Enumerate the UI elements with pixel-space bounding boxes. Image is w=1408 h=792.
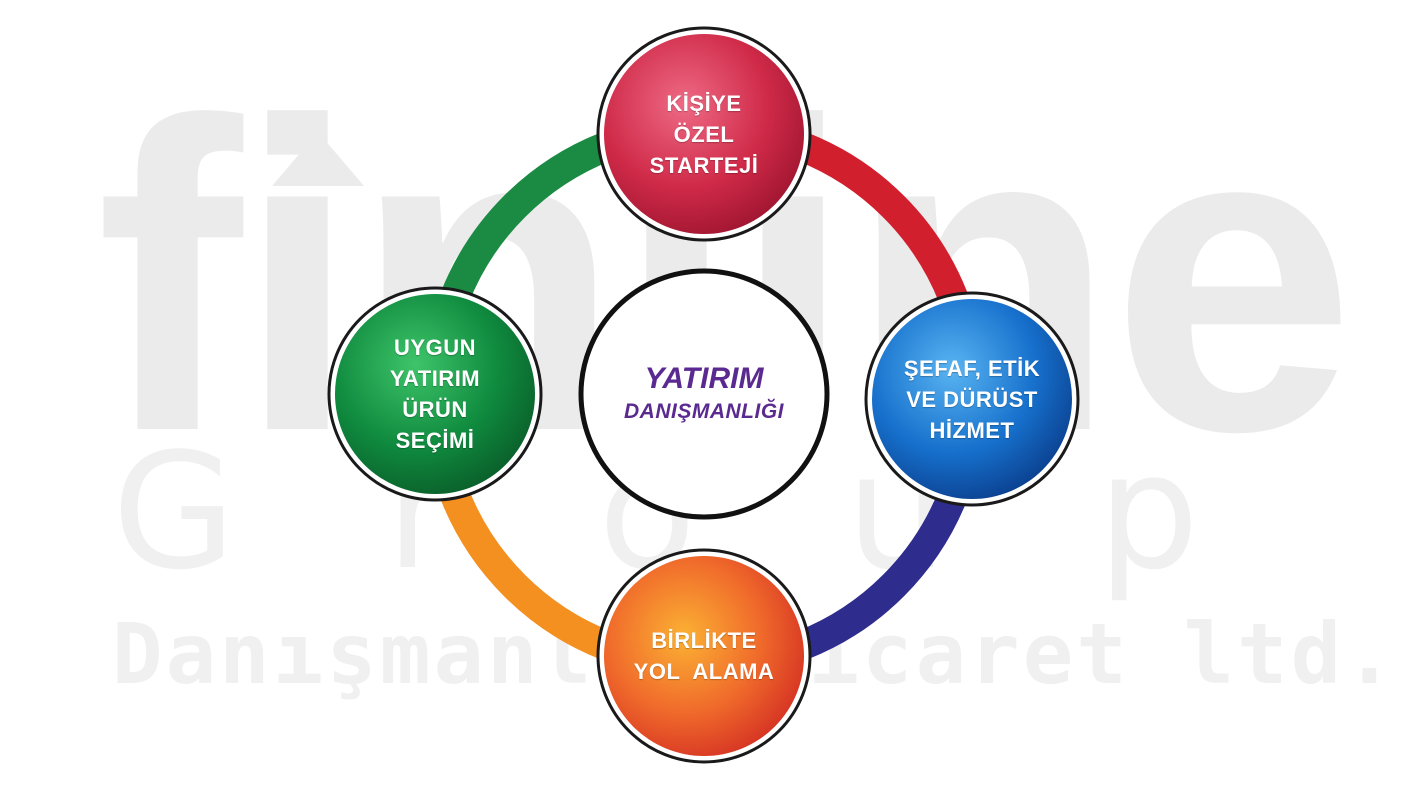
watermark-arrow-icon [272, 132, 364, 186]
node-right-line3: HİZMET [929, 417, 1015, 443]
node-top-line3: STARTEJİ [649, 152, 759, 178]
node-left-circle [327, 286, 543, 502]
node-right-line1: ŞEFAF, ETİK [903, 355, 1041, 381]
node-right-circle [864, 291, 1080, 507]
center-title-line2: DANIŞMANLIĞI [624, 400, 784, 423]
center-title-line1: YATIRIM [644, 362, 764, 395]
node-bottom-label: BİRLİKTE YOL ALAMA [604, 556, 804, 756]
node-left-label: UYGUN YATIRIM ÜRÜN SEÇİMİ [335, 294, 535, 494]
node-left-line4: SEÇİMİ [395, 428, 475, 453]
node-top-line1: KİŞİYE [666, 90, 742, 116]
node-top-label: KİŞİYE ÖZEL STARTEJİ [604, 34, 804, 234]
node-bottom-line1: BİRLİKTE [651, 628, 757, 653]
node-left-line1: UYGUN [394, 335, 476, 360]
node-right-label: ŞEFAF, ETİK VE DÜRÜST HİZMET [872, 299, 1072, 499]
node-left-line3: ÜRÜN [402, 397, 468, 422]
node-bottom-circle [596, 548, 812, 764]
node-left-line2: YATIRIM [389, 366, 481, 391]
center-circle [578, 268, 830, 520]
node-top-line2: ÖZEL [673, 121, 735, 147]
node-top-circle [596, 26, 812, 242]
node-bottom-line2: YOL ALAMA [633, 659, 775, 684]
center-title: YATIRIM DANIŞMANLIĞI [580, 270, 828, 518]
node-right-line2: VE DÜRÜST [906, 386, 1038, 412]
